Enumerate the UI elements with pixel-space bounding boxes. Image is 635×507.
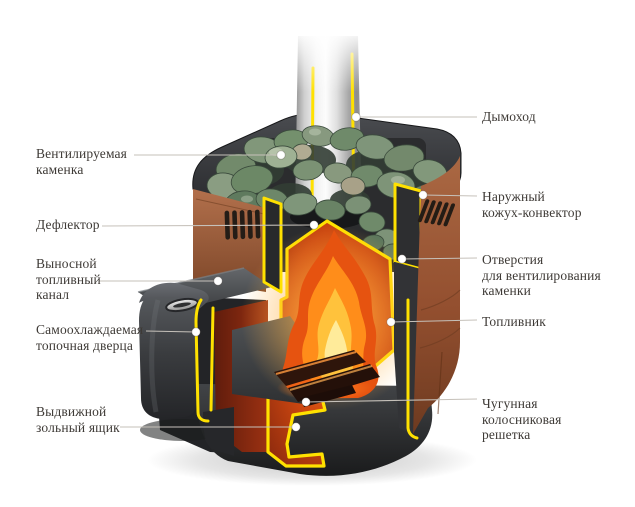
label-ventilated-stone-compartment: Вентилируемая каменка	[36, 146, 128, 177]
right-panel-seam-3	[437, 351, 443, 415]
leader-dot-otverstiya	[397, 254, 407, 264]
leader-dots	[191, 112, 428, 432]
door-handle	[165, 297, 199, 313]
label-remote-fuel-channel: Выносной топливный канал	[36, 256, 101, 302]
leader-line-dverca	[145, 330, 197, 333]
leader-dot-toplivnik	[386, 317, 396, 327]
label-ventilation-openings: Отверстия для вентилирования каменки	[482, 252, 601, 298]
left-panel-seam	[195, 198, 265, 215]
leader-lines	[99, 116, 478, 428]
leader-line-deflektor	[101, 224, 315, 227]
label-deflector: Дефлектор	[36, 217, 100, 232]
jacket-cut-left	[262, 196, 283, 294]
vent-slots-right	[417, 199, 456, 227]
door-cut-line-outer	[194, 298, 210, 423]
leader-dot-kanal	[213, 276, 223, 286]
right-panel-seam-1	[420, 289, 461, 311]
door-cut-line-inner	[209, 306, 215, 412]
leader-dot-dverca	[191, 327, 201, 337]
label-cast-iron-grate: Чугунная колосниковая решетка	[482, 396, 562, 442]
leader-dot-yashik	[291, 422, 301, 432]
right-outer-cut-line	[406, 298, 419, 440]
leader-dot-kamenka	[276, 150, 286, 160]
label-ash-drawer: Выдвижной зольный ящик	[36, 404, 120, 435]
ash-box-corner	[203, 407, 234, 456]
right-body-panel	[413, 156, 460, 434]
leader-dot-kozhuh	[418, 190, 428, 200]
leader-line-toplivnik	[390, 319, 478, 323]
firebox-door	[139, 282, 234, 456]
label-self-cooling-door: Самоохлаждаемая топочная дверца	[36, 322, 144, 353]
right-panel-seam-2	[419, 327, 461, 349]
leader-dot-deflektor	[309, 220, 319, 230]
label-chimney: Дымоход	[482, 109, 536, 124]
leader-line-kozhuh	[422, 194, 478, 197]
label-outer-convector-casing: Наружный кожух-конвектор	[482, 189, 582, 220]
leader-dot-reshetka	[301, 397, 311, 407]
pipe-top-fade	[288, 30, 368, 92]
leader-line-reshetka	[305, 398, 478, 403]
leader-line-otverstiya	[401, 257, 478, 260]
label-firebox: Топливник	[482, 314, 546, 329]
leader-dot-dymohod	[351, 112, 361, 122]
